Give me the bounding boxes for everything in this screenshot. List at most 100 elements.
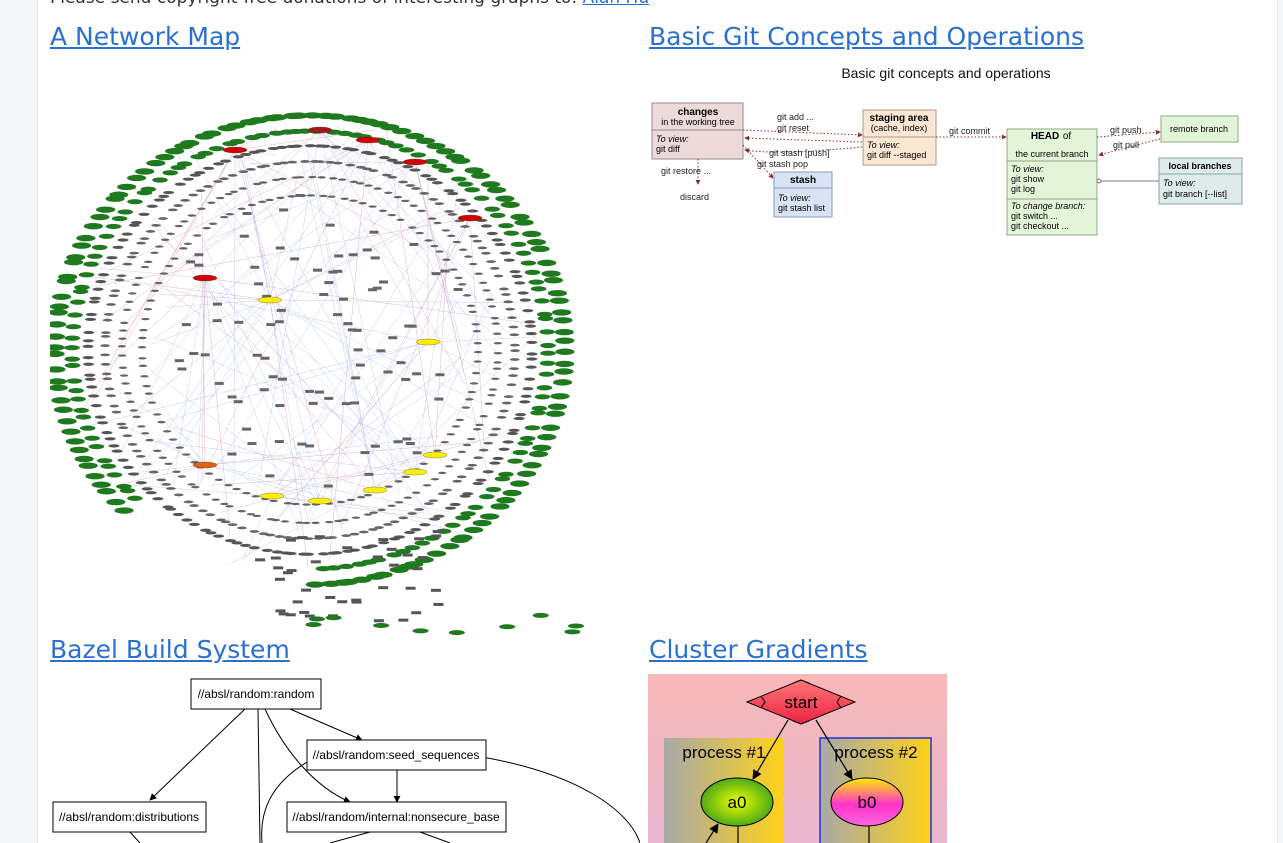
network-node [334,254,344,258]
network-node [325,113,346,120]
network-node [379,280,389,284]
network-node [537,433,557,441]
network-node [464,526,484,534]
network-node [117,345,127,348]
git-concepts-image[interactable]: Basic git concepts and operations change… [649,60,1245,240]
network-node [480,513,500,520]
network-node [302,503,311,506]
network-node [415,231,425,235]
network-node [327,195,336,198]
network-node [195,189,206,192]
network-link [131,299,271,415]
network-node [522,309,534,313]
network-node [471,323,480,326]
network-node [145,438,154,442]
network-node [164,264,174,268]
network-map-title-link[interactable]: A Network Map [50,22,241,51]
bazel-edges [129,708,640,843]
network-node [173,204,184,207]
network-node [356,182,365,185]
network-node [269,499,278,503]
bazel-build-title-link[interactable]: Bazel Build System [50,635,290,664]
network-node [111,215,128,222]
network-node [490,316,499,320]
network-node [166,232,175,236]
network-node [426,177,438,181]
network-node [423,502,434,506]
network-node [336,500,346,504]
head-cmd-log: git log [1011,184,1035,194]
network-link [321,153,429,343]
network-node [471,371,481,375]
cluster-gradients-title-link[interactable]: Cluster Gradients [649,635,868,664]
network-node [258,181,268,184]
network-node [172,470,181,473]
network-node [508,374,518,378]
network-node [472,329,481,333]
network-node [251,495,261,498]
network-node [550,393,570,400]
network-map-image[interactable] [50,60,595,638]
network-node [451,157,471,164]
network-node [128,292,137,295]
network-node [429,517,441,521]
network-node [270,556,281,560]
bazel-build-image[interactable]: //absl/random:random //absl/random:seed_… [50,672,640,843]
network-node [440,542,460,550]
network-node [462,294,472,297]
network-node [262,294,272,298]
network-node [520,394,532,398]
network-node [452,240,462,244]
edge-label-restore: git restore ... [661,166,711,176]
edge-label-push: git push [1110,125,1142,135]
network-link [234,149,542,368]
network-node [254,282,264,286]
network-node [111,449,123,453]
network-node [532,444,552,452]
network-node [492,456,504,461]
network-node [280,551,292,555]
network-node [534,298,550,304]
network-node [387,504,396,508]
network-node [433,602,444,606]
network-node [450,176,467,182]
network-link [242,495,273,560]
network-node [355,363,365,367]
network-node [491,238,503,242]
network-node [517,470,537,477]
bazel-node-seed-label: //absl/random:seed_sequences [313,748,480,762]
network-node [85,312,97,317]
network-link [100,268,206,279]
network-node [466,209,479,213]
network-node [511,274,523,279]
network-node [229,138,246,145]
network-node [96,206,116,213]
network-node [308,616,325,622]
network-link [269,207,460,301]
network-node [298,552,310,556]
network-node [208,145,225,152]
cluster-gradients-image[interactable]: process #1 process #2 start [648,674,947,843]
network-node [137,346,147,349]
network-node [297,536,308,540]
network-link [204,442,477,466]
network-node [498,223,514,229]
network-node [496,415,507,419]
changes-view-label: To view: [656,134,689,144]
network-node [233,400,243,404]
network-link [242,341,429,562]
network-node [315,566,332,572]
network-node [358,202,367,205]
network-node [114,278,125,282]
network-node [92,287,104,291]
network-node [158,194,170,198]
network-node [204,472,214,475]
network-node [514,219,534,226]
alan-hu-link[interactable]: Alan Hu [583,0,650,8]
network-node [282,571,293,575]
network-node [117,354,127,357]
network-node [189,173,201,177]
git-concepts-title-link[interactable]: Basic Git Concepts and Operations [649,22,1084,51]
network-link [385,128,436,456]
network-node [372,555,383,559]
